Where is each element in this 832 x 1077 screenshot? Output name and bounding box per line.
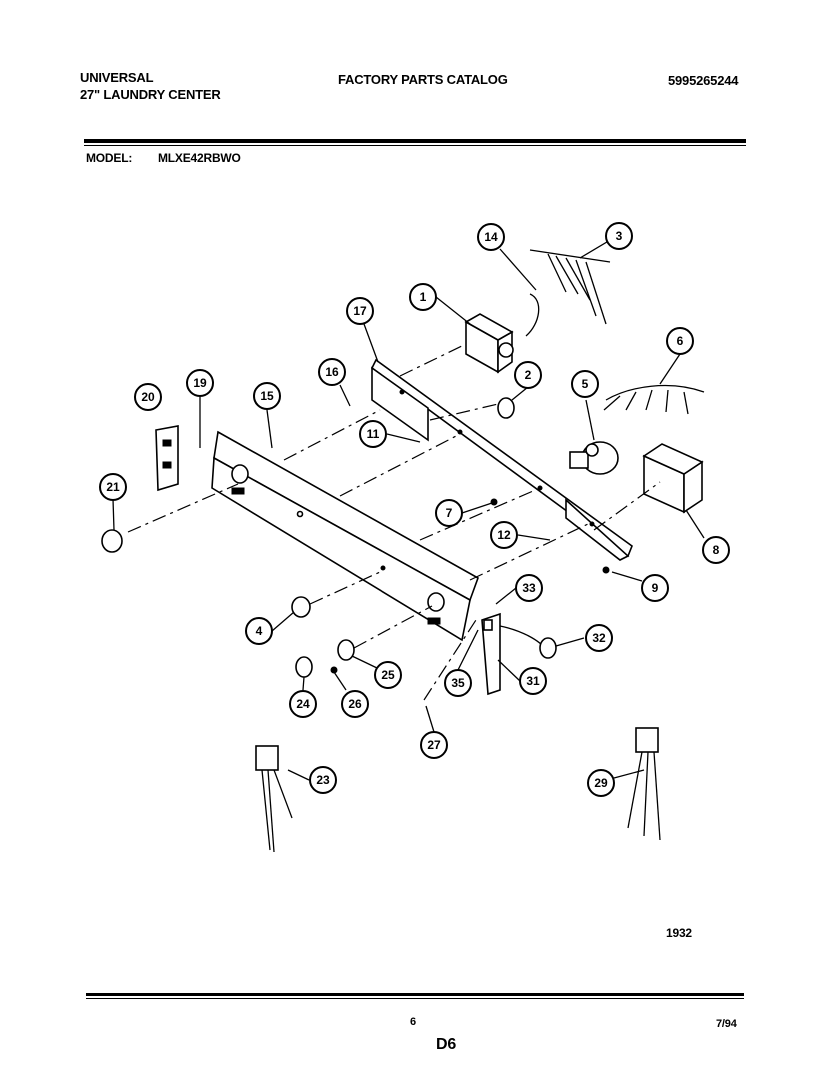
knob-cap (295, 656, 313, 678)
callout-14: 14 (477, 223, 505, 251)
svg-text:29: 29 (594, 776, 608, 790)
knob-small (101, 529, 123, 553)
svg-text:27: 27 (427, 738, 441, 752)
pressure-switch (569, 441, 619, 475)
svg-text:24: 24 (296, 697, 310, 711)
callout-3: 3 (605, 222, 633, 250)
svg-text:8: 8 (713, 543, 720, 557)
section-code: D6 (436, 1036, 457, 1053)
callout-21: 21 (99, 473, 127, 501)
callout-20: 20 (134, 383, 162, 411)
catalog-title: FACTORY PARTS CATALOG (338, 72, 508, 87)
svg-text:1: 1 (420, 290, 427, 304)
callout-16: 16 (318, 358, 346, 386)
callout-24: 24 (289, 690, 317, 718)
svg-text:31: 31 (526, 674, 540, 688)
leader-lines (112, 235, 705, 781)
brand-label: UNIVERSAL (80, 70, 154, 85)
svg-text:9: 9 (652, 581, 659, 595)
callout-25: 25 (374, 661, 402, 689)
svg-text:5: 5 (582, 377, 589, 391)
wire-harness-left (255, 745, 293, 853)
selector-knob (497, 397, 515, 419)
callout-33: 33 (515, 574, 543, 602)
svg-text:35: 35 (451, 676, 465, 690)
drawing-number: 1932 (666, 926, 692, 940)
callout-8: 8 (702, 536, 730, 564)
callout-23: 23 (309, 766, 337, 794)
wire-bundle (603, 384, 705, 415)
svg-text:25: 25 (381, 668, 395, 682)
screw-9 (602, 566, 610, 574)
knob-skirt (337, 639, 355, 661)
callout-9: 9 (641, 574, 669, 602)
callout-32: 32 (585, 624, 613, 652)
push-knob (291, 596, 311, 618)
svg-text:15: 15 (260, 389, 274, 403)
wire-harness-right (627, 727, 661, 841)
callout-4: 4 (245, 617, 273, 645)
svg-text:21: 21 (106, 480, 120, 494)
svg-text:20: 20 (141, 390, 155, 404)
callout-12: 12 (490, 521, 518, 549)
footer-rule-thin (86, 998, 744, 999)
svg-text:16: 16 (325, 365, 339, 379)
callout-19: 19 (186, 369, 214, 397)
header-rule-thick (84, 139, 746, 143)
svg-text:17: 17 (353, 304, 367, 318)
callout-2: 2 (514, 361, 542, 389)
control-bracket (370, 358, 633, 561)
svg-text:2: 2 (525, 368, 532, 382)
callout-15: 15 (253, 382, 281, 410)
svg-text:26: 26 (348, 697, 362, 711)
svg-text:12: 12 (497, 528, 511, 542)
callout-26: 26 (341, 690, 369, 718)
svg-text:6: 6 (677, 334, 684, 348)
svg-text:23: 23 (316, 773, 330, 787)
callout-7: 7 (435, 499, 463, 527)
harness-wire (525, 293, 540, 337)
svg-text:14: 14 (484, 230, 498, 244)
callout-29: 29 (587, 769, 615, 797)
svg-text:32: 32 (592, 631, 606, 645)
assembly-lines (127, 343, 661, 701)
model-label: MODEL: (86, 151, 133, 165)
callout-27: 27 (420, 731, 448, 759)
svg-text:19: 19 (193, 376, 207, 390)
catalog-number: 5995265244 (668, 73, 739, 88)
callout-1: 1 (409, 283, 437, 311)
svg-text:3: 3 (616, 229, 623, 243)
console-panel (211, 430, 479, 642)
model-value: MLXE42RBWO (158, 151, 241, 165)
footer-date: 7/94 (716, 1018, 737, 1030)
callout-31: 31 (519, 667, 547, 695)
callout-11: 11 (359, 420, 387, 448)
callout-35: 35 (444, 669, 472, 697)
relay-box (642, 443, 704, 514)
timer (464, 313, 514, 374)
lid-switch-assembly (481, 612, 557, 696)
footer-rule-thick (86, 993, 744, 996)
svg-text:11: 11 (367, 427, 380, 441)
callout-17: 17 (346, 297, 374, 325)
callout-5: 5 (571, 370, 599, 398)
end-bracket (155, 425, 179, 492)
svg-text:7: 7 (446, 506, 453, 520)
callout-6: 6 (666, 327, 694, 355)
svg-text:33: 33 (522, 581, 536, 595)
svg-text:4: 4 (256, 624, 263, 638)
screw-7 (490, 498, 498, 506)
wire-set-upper (529, 249, 611, 325)
product-label: 27" LAUNDRY CENTER (80, 87, 221, 102)
page-number: 6 (410, 1016, 416, 1028)
header-rule-thin (84, 145, 746, 146)
